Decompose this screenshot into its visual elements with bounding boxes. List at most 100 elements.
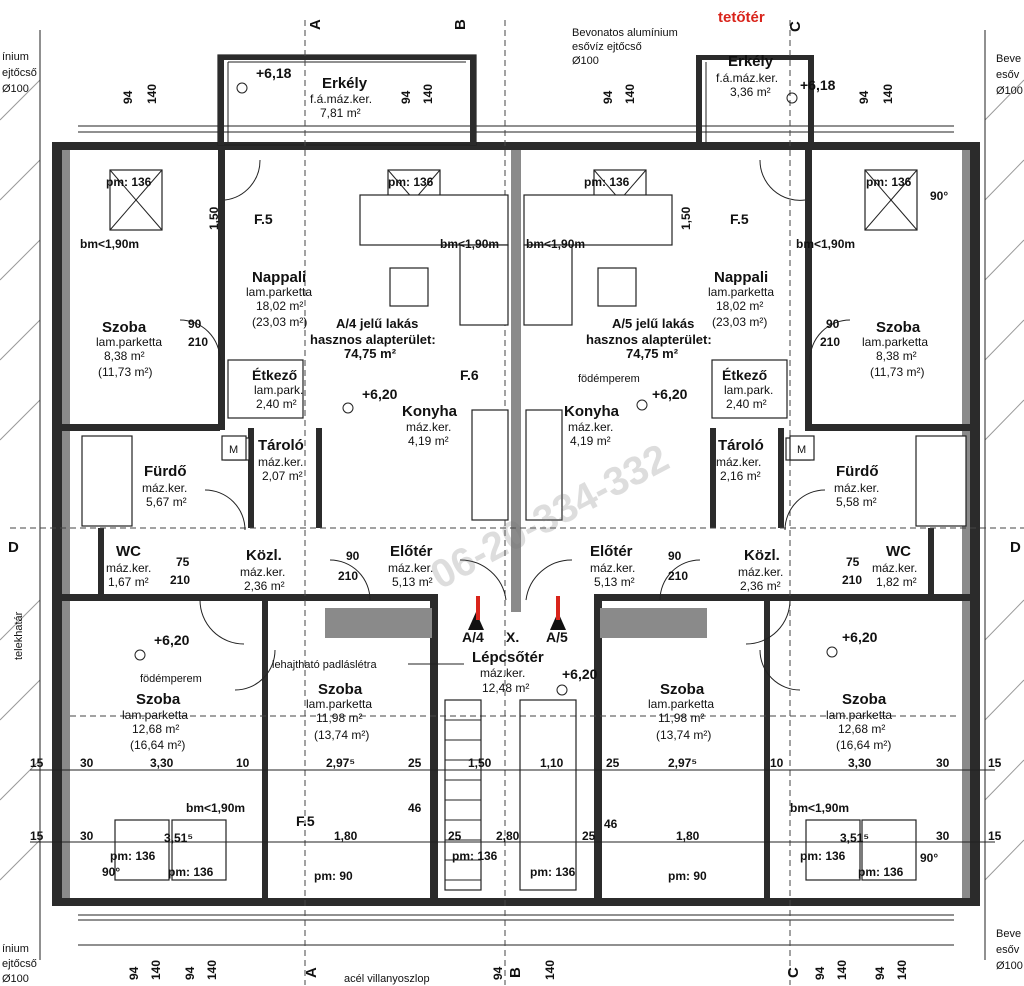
angle-br: 90° xyxy=(920,851,938,865)
pm-label-tr: pm: 136 xyxy=(866,175,912,189)
door-dim-210-tl: 210 xyxy=(188,335,208,349)
balcony-left-area: 7,81 m² xyxy=(320,106,361,120)
axis-bottom-b: B xyxy=(507,967,524,978)
dim-bot-5: 140 xyxy=(543,960,557,980)
dim-low-6: 1,80 xyxy=(676,829,700,843)
dim-bot-1: 140 xyxy=(149,960,163,980)
axis-top-c: C xyxy=(787,21,804,32)
etkezo-left-finish: lam.park. xyxy=(254,383,303,397)
szoba-bl-outer-gross: (16,64 m²) xyxy=(130,738,185,752)
dim-mid-6: 1,50 xyxy=(468,756,492,770)
axis-markers: A B C A B C D D xyxy=(8,19,1021,978)
balcony-right-name: Erkély xyxy=(728,53,774,70)
level-upper-left: +6,20 xyxy=(362,386,398,402)
balcony-left-finish: f.á.máz.ker. xyxy=(310,92,372,106)
dim-mid-10: 10 xyxy=(770,756,784,770)
wc-left-name: WC xyxy=(116,543,141,560)
eloter-left-name: Előtér xyxy=(390,543,433,560)
dim-46-l: 46 xyxy=(408,801,422,815)
door-dim-210-cl: 210 xyxy=(338,569,358,583)
szoba-br-inner-finish: lam.parketta xyxy=(648,697,714,711)
apt-a4-area: 74,75 m² xyxy=(344,346,397,361)
floor-label: tetőtér xyxy=(718,9,765,26)
dim-mid-0: 15 xyxy=(30,756,44,770)
gutter-label-line3: Ø100 xyxy=(572,55,599,67)
staircase xyxy=(444,699,577,891)
pm-label-tc: pm: 136 xyxy=(388,175,434,189)
level-lower-left: +6,20 xyxy=(154,632,190,648)
left-gutter-1: ínium xyxy=(2,51,29,63)
etkezo-right-area: 2,40 m² xyxy=(726,397,767,411)
furdo-right-area: 5,58 m² xyxy=(836,495,877,509)
furdo-right-finish: máz.ker. xyxy=(834,481,879,495)
szoba-bl-outer-finish: lam.parketta xyxy=(122,708,188,722)
szoba-bl-inner-name: Szoba xyxy=(318,681,363,698)
balcony-left xyxy=(217,54,477,146)
door-swings xyxy=(179,159,851,691)
szoba-bl-inner-gross: (13,74 m²) xyxy=(314,728,369,742)
dim-top-2: 94 xyxy=(399,90,413,104)
door-dim-210-l: 210 xyxy=(170,573,190,587)
nappali-right-gross: (23,03 m²) xyxy=(712,315,767,329)
dimension-bottom: 94 140 94 140 94 140 94 140 94 140 xyxy=(127,960,909,980)
f5-marker-bl: F.5 xyxy=(296,813,315,829)
dim-top-5: 140 xyxy=(623,84,637,104)
m-box-right xyxy=(789,435,815,461)
dim-mid-8: 25 xyxy=(606,756,620,770)
right-gutter-3: Ø100 xyxy=(996,85,1023,97)
konyha-right-area: 4,19 m² xyxy=(570,434,611,448)
door-dim-90-tl: 90 xyxy=(188,317,202,331)
dim-low-2: 1,80 xyxy=(334,829,358,843)
wc-left-finish: máz.ker. xyxy=(106,561,151,575)
dim-top-4: 94 xyxy=(601,90,615,104)
door-dim-75-r: 75 xyxy=(846,555,860,569)
door-dim-90-cr: 90 xyxy=(668,549,682,563)
kozl-right-area: 2,36 m² xyxy=(740,579,781,593)
bottom-left-gutter-3: Ø100 xyxy=(2,973,29,985)
dim-vert-150-l: 1,50 xyxy=(207,206,221,230)
szoba-br-inner-gross: (13,74 m²) xyxy=(656,728,711,742)
dim-low-1: 30 xyxy=(80,829,94,843)
eloter-left-finish: máz.ker. xyxy=(388,561,433,575)
axis-bottom-c: C xyxy=(785,967,802,978)
apt-a4-marker: A/4 xyxy=(462,629,484,645)
pm-label-br1: pm: 136 xyxy=(800,849,846,863)
site-border-hatch-right xyxy=(984,30,1024,960)
apt-a5-label: A/5 jelű lakás xyxy=(612,316,694,331)
wc-right-area: 1,82 m² xyxy=(876,575,917,589)
bottom-left-gutter-1: ínium xyxy=(2,943,29,955)
entrance-arrows xyxy=(468,596,566,630)
balcony-left-level: +6,18 xyxy=(256,65,292,81)
nappali-left-gross: (23,03 m²) xyxy=(252,315,307,329)
szoba-bl-inner-area: 11,98 m² xyxy=(316,711,362,725)
left-gutter-2: ejtőcső xyxy=(2,67,37,79)
lepcso-name: Lépcsőtér xyxy=(472,649,544,666)
dim-bot-8: 94 xyxy=(873,966,887,980)
door-dim-210-r: 210 xyxy=(842,573,862,587)
dim-mid-1: 30 xyxy=(80,756,94,770)
x-marker: X. xyxy=(506,629,519,645)
m-box-left-label: M xyxy=(229,444,238,456)
axis-top-a: A xyxy=(307,19,324,30)
party-wall xyxy=(511,150,521,612)
bottom-right-gutter-2: esőv xyxy=(996,944,1020,956)
nappali-left-area: 18,02 m² xyxy=(256,299,303,313)
szoba-tr-gross: (11,73 m²) xyxy=(870,365,924,379)
apt-a4-area-label: hasznos alapterület: xyxy=(310,332,436,347)
bm-label-br: bm<1,90m xyxy=(790,801,849,815)
taroló-right-name: Tároló xyxy=(718,437,764,454)
padlaslétra-label: lehajtható padláslétra xyxy=(272,659,377,671)
dim-mid-9: 2,97⁵ xyxy=(668,756,697,770)
dashed-lines xyxy=(10,20,1024,985)
wc-left-area: 1,67 m² xyxy=(108,575,149,589)
dim-bot-3: 140 xyxy=(205,960,219,980)
dim-bot-6: 94 xyxy=(813,966,827,980)
bm-label-tr: bm<1,90m xyxy=(796,237,855,251)
furdo-left-finish: máz.ker. xyxy=(142,481,187,495)
szoba-br-outer-name: Szoba xyxy=(842,691,887,708)
balcony-right-finish: f.á.máz.ker. xyxy=(716,71,778,85)
door-dim-210-tr: 210 xyxy=(820,335,840,349)
pm-label-bl2: pm: 136 xyxy=(168,865,214,879)
dim-mid-11: 3,30 xyxy=(848,756,872,770)
pm-label-bl1: pm: 136 xyxy=(110,849,156,863)
